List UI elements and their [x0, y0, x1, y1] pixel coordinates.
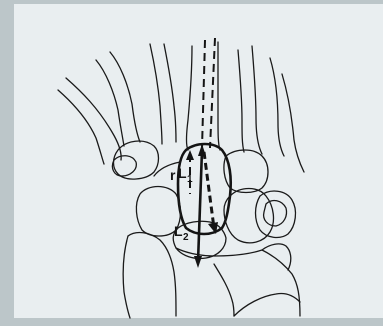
- label-r: r: [170, 167, 176, 183]
- page-paper: [14, 4, 383, 318]
- label-L1-letter: L: [178, 165, 187, 181]
- label-L2-subscript: 2: [183, 232, 189, 243]
- label-L1-subscript: 1: [187, 174, 193, 185]
- label-L2-letter: L: [174, 223, 183, 239]
